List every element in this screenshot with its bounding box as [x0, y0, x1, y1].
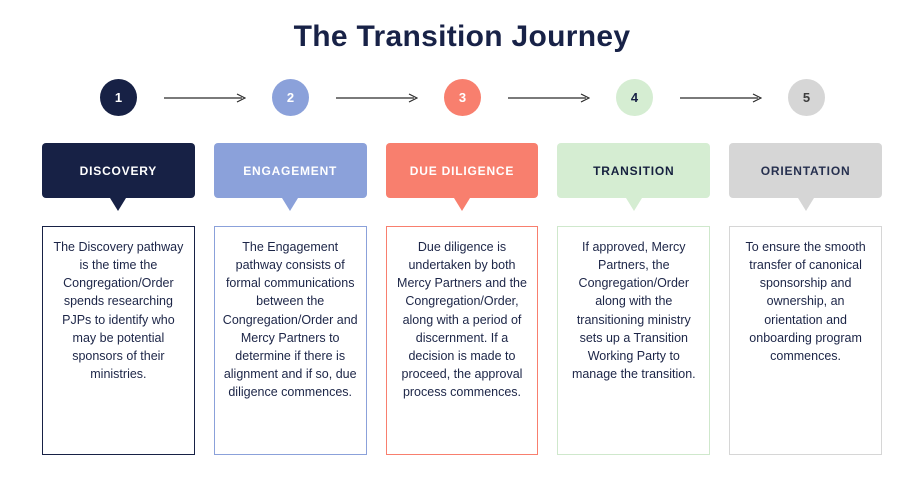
- step-description-orientation: To ensure the smooth transfer of canonic…: [729, 226, 882, 455]
- step-description-discovery: The Discovery pathway is the time the Co…: [42, 226, 195, 455]
- step-circle-3: 3: [444, 79, 481, 116]
- step-circle-1: 1: [100, 79, 137, 116]
- step-header-transition: TRANSITION: [557, 143, 711, 198]
- speech-tail-icon: [797, 198, 814, 211]
- arrow-right-icon: [680, 93, 762, 103]
- step-column-engagement: ENGAGEMENT The Engagement pathway consis…: [213, 143, 367, 455]
- step-header-due-diligence: DUE DILIGENCE: [385, 143, 539, 198]
- arrow-right-icon: [164, 93, 246, 103]
- step-circle-2: 2: [272, 79, 309, 116]
- arrow-right-icon: [508, 93, 590, 103]
- step-column-discovery: DISCOVERY The Discovery pathway is the t…: [42, 143, 195, 455]
- step-column-orientation: ORIENTATION To ensure the smooth transfe…: [729, 143, 882, 455]
- speech-tail-icon: [453, 198, 470, 211]
- speech-tail-icon: [282, 198, 299, 211]
- step-header-orientation: ORIENTATION: [729, 143, 882, 198]
- speech-tail-icon: [110, 198, 127, 211]
- step-circle-5: 5: [788, 79, 825, 116]
- arrow-right-icon: [336, 93, 418, 103]
- step-description-transition: If approved, Mercy Partners, the Congreg…: [557, 226, 711, 455]
- step-header-engagement: ENGAGEMENT: [213, 143, 367, 198]
- speech-tail-icon: [625, 198, 642, 211]
- step-header-discovery: DISCOVERY: [42, 143, 195, 198]
- step-column-due-diligence: DUE DILIGENCE Due diligence is undertake…: [385, 143, 539, 455]
- step-circle-4: 4: [616, 79, 653, 116]
- step-column-transition: TRANSITION If approved, Mercy Partners, …: [557, 143, 711, 455]
- page-title: The Transition Journey: [293, 20, 631, 53]
- step-number-strip: 1 2 3 4 5: [0, 79, 924, 117]
- step-description-due-diligence: Due diligence is undertaken by both Merc…: [385, 226, 539, 455]
- step-description-engagement: The Engagement pathway consists of forma…: [213, 226, 367, 455]
- step-columns: DISCOVERY The Discovery pathway is the t…: [0, 143, 924, 455]
